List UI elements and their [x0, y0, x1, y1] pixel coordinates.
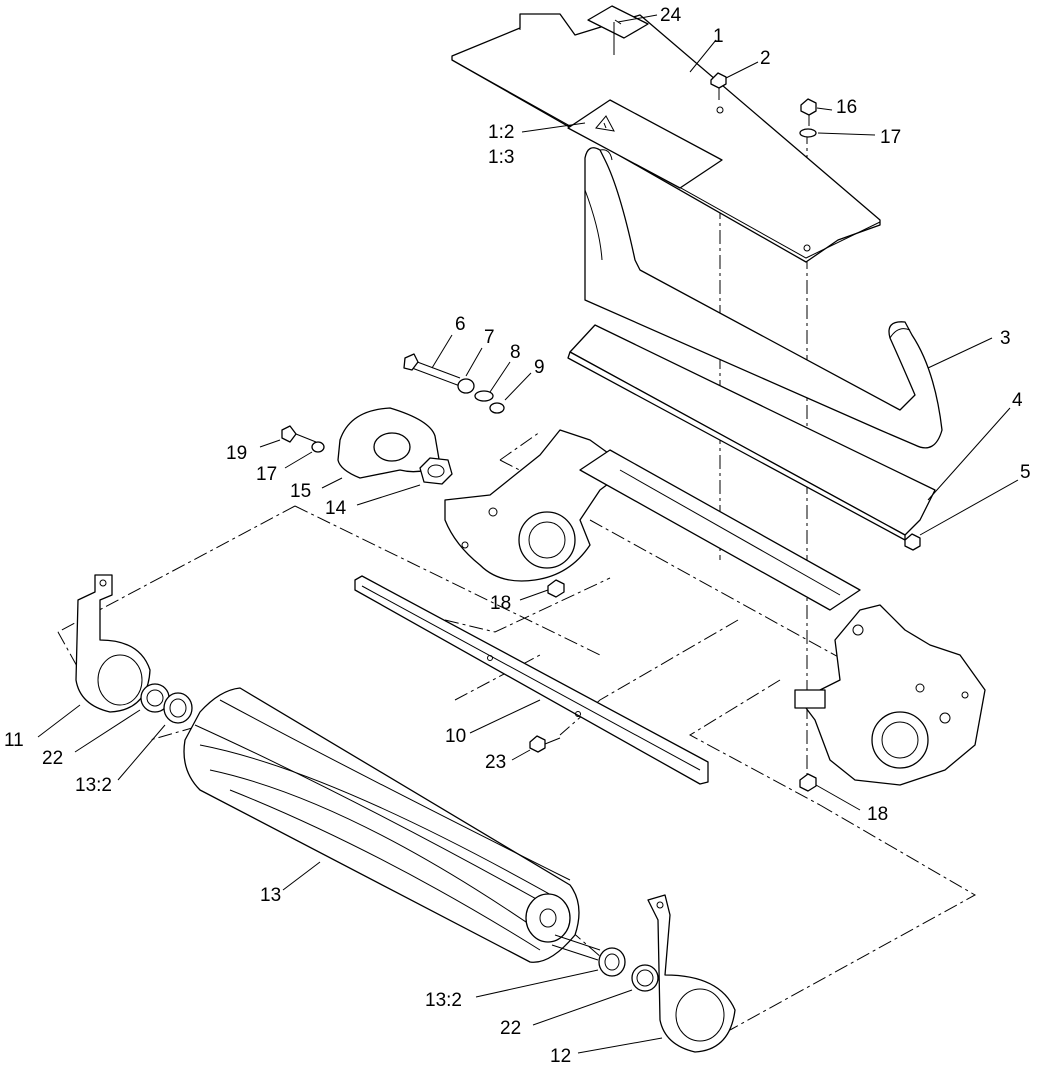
label-13: 13 — [260, 885, 281, 906]
label-4: 4 — [1012, 390, 1023, 411]
bearing-13-2-left — [163, 692, 193, 724]
label-2: 2 — [760, 48, 771, 69]
nut-18-left — [547, 579, 565, 598]
label-16: 16 — [836, 97, 857, 118]
callout-labels: 24 1 2 16 17 1:2 1:3 6 7 8 9 3 4 5 19 17… — [4, 5, 1031, 1067]
cross-tube — [579, 449, 861, 611]
washer-17-side — [311, 441, 325, 453]
label-14: 14 — [325, 498, 347, 519]
warning-decal — [567, 99, 723, 189]
frame-plate — [584, 147, 943, 449]
nut-18-right — [799, 773, 817, 792]
bearing-13-2-right — [598, 947, 626, 977]
label-1: 1 — [713, 26, 724, 47]
washer-17-top — [799, 128, 817, 138]
screw-23 — [529, 735, 561, 753]
label-1-2: 1:2 — [488, 122, 514, 143]
nut-14 — [419, 457, 453, 485]
bolt-stack-6-9 — [403, 353, 505, 414]
label-6: 6 — [455, 314, 466, 335]
right-bearing-bracket — [647, 894, 736, 1053]
bolt-16 — [800, 98, 817, 126]
label-19: 19 — [226, 443, 247, 464]
seal-22-left — [140, 683, 170, 713]
label-18-right: 18 — [867, 804, 888, 825]
label-22-left: 22 — [42, 748, 63, 769]
label-1-3: 1:3 — [488, 147, 514, 168]
cutting-reel — [183, 687, 601, 963]
bolt-19 — [281, 425, 317, 443]
label-18-left: 18 — [490, 593, 511, 614]
warning-triangle-icon — [595, 115, 615, 132]
label-17-side: 17 — [256, 464, 277, 485]
label-13-2-left: 13:2 — [75, 775, 112, 796]
bedknife-bar — [567, 324, 936, 541]
label-9: 9 — [534, 357, 545, 378]
bedbar — [354, 575, 709, 785]
label-7: 7 — [484, 327, 495, 348]
left-bearing-bracket — [75, 574, 151, 713]
label-3: 3 — [1000, 328, 1011, 349]
screw-5 — [904, 533, 921, 551]
label-8: 8 — [510, 342, 521, 363]
leader-lines — [37, 14, 1019, 1054]
label-10: 10 — [445, 726, 466, 747]
left-side-plate — [444, 429, 621, 582]
label-11: 11 — [4, 730, 24, 751]
label-15: 15 — [290, 481, 311, 502]
label-23: 23 — [485, 752, 506, 773]
label-13-2-right: 13:2 — [425, 990, 462, 1011]
right-side-plate — [794, 604, 986, 786]
label-17-top: 17 — [880, 127, 901, 148]
label-5: 5 — [1020, 462, 1031, 483]
label-12: 12 — [550, 1046, 571, 1067]
label-22-right: 22 — [500, 1018, 521, 1039]
bolt-2 — [710, 72, 727, 100]
seal-22-right — [631, 964, 659, 992]
label-24: 24 — [660, 5, 682, 26]
